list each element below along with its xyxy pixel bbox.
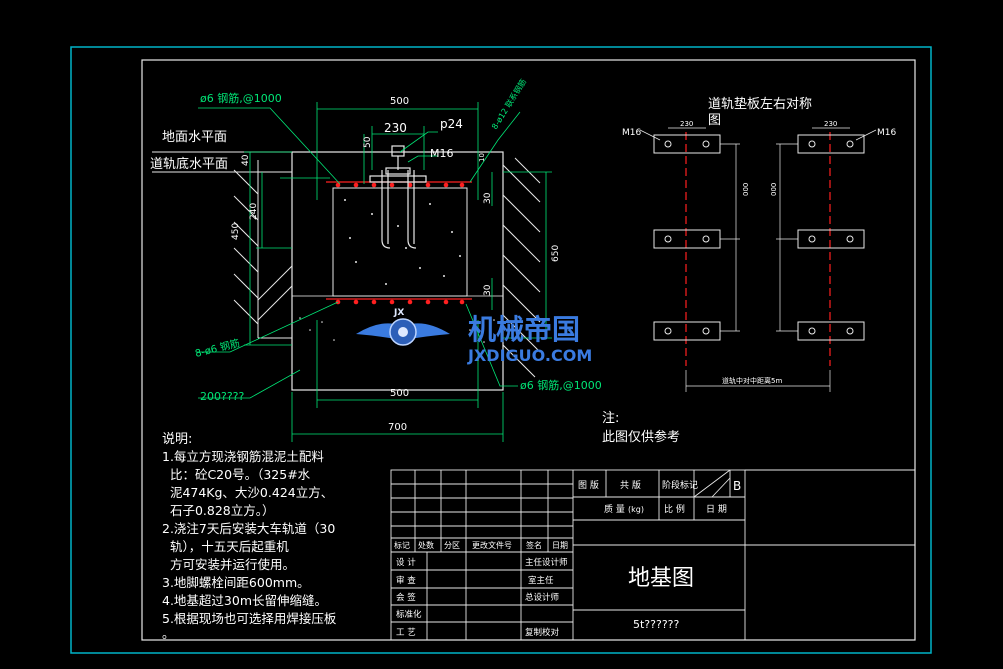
watermark-text: 机械帝国 xyxy=(468,313,580,346)
tb-row2-3: 日 期 xyxy=(706,504,727,515)
label-h50: 50 xyxy=(363,136,373,148)
leader-lines xyxy=(197,107,521,399)
label-bolt: M16 xyxy=(430,147,454,160)
base-hatch xyxy=(299,317,495,361)
tb-role-right: 复制校对 xyxy=(525,627,560,638)
title-block-text: 图 版 共 版 阶段标记 B 质 量 (kg) 比 例 日 期 标记 处数 分区… xyxy=(394,479,741,638)
plan-bolt-left: M16 xyxy=(622,128,641,138)
base-slab xyxy=(291,295,504,391)
instruction-line: 2.浇注7天后安装大车轨道（30 xyxy=(162,521,335,536)
tb-row1-1: 共 版 xyxy=(620,479,641,491)
label-rebar-top: ø6 钢筋,@1000 xyxy=(200,91,282,105)
tb-role: 设 计 xyxy=(396,557,416,568)
label-rebar-bottom: ø6 钢筋,@1000 xyxy=(520,378,602,392)
plan-width-right: 230 xyxy=(824,120,837,128)
tb-role: 标准化 xyxy=(396,609,422,620)
instruction-line: 轨），十五天后起重机 xyxy=(162,539,289,554)
label-h30a: 30 xyxy=(483,192,493,204)
label-h30b: 30 xyxy=(483,284,493,296)
tb-role: 工 艺 xyxy=(396,628,416,638)
tb-role: 会 签 xyxy=(396,592,416,603)
watermark-url: JXDIGUO.COM xyxy=(467,346,592,365)
label-top-width: 500 xyxy=(390,96,409,107)
tb-rev-header: 签名 xyxy=(526,540,542,550)
instruction-line: 4.地基超过30m长留伸缩缝。 xyxy=(162,593,327,608)
tb-rev-header: 处数 xyxy=(418,540,434,550)
label-grout: 200???? xyxy=(200,390,245,403)
instruction-line: 比：砼C20号。（325#水 xyxy=(162,467,311,482)
plan-width-left: 230 xyxy=(680,120,693,128)
ground-label: 地面水平面 xyxy=(162,130,227,145)
note-text: 此图仅供参考 xyxy=(602,429,680,445)
outer-frame xyxy=(70,46,932,654)
plan-title-line1: 道轨垫板左右对称 xyxy=(708,96,812,112)
tb-row2-2: 比 例 xyxy=(664,503,685,515)
tb-rev-header: 日期 xyxy=(552,541,568,550)
tb-row1-2: 阶段标记 xyxy=(662,479,698,491)
label-bottom-width: 500 xyxy=(390,388,409,399)
tb-rev-header: 分区 xyxy=(444,541,460,550)
concrete-speckle xyxy=(344,199,461,285)
gear-hub-icon xyxy=(398,327,408,337)
label-plate-width: 230 xyxy=(384,121,407,135)
plan-spacing-label: 道轨中对中距离5m xyxy=(722,376,782,385)
plan-dim-left: 000 xyxy=(742,183,750,196)
instruction-line: 3.地脚螺栓间距600mm。 xyxy=(162,575,310,590)
label-h240: 240 xyxy=(249,203,259,220)
instruction-line: 石子0.828立方。） xyxy=(162,503,274,518)
plan-view: 道轨垫板左右对称 图 xyxy=(622,96,896,392)
tb-role: 审 查 xyxy=(396,575,416,586)
instructions-heading: 说明: xyxy=(162,432,192,447)
instructions: 说明: 1.每立方现浇钢筋混泥土配料 比：砼C20号。（325#水 泥474Kg… xyxy=(162,432,337,641)
instruction-line: 方可安装并运行使用。 xyxy=(162,557,295,572)
tb-rev-header: 标记 xyxy=(394,540,410,550)
tb-role-right: 总设计师 xyxy=(525,592,560,603)
drawing-number: 5t?????? xyxy=(633,618,680,631)
label-h450: 450 xyxy=(231,223,241,240)
tb-row2-0: 质 量 xyxy=(604,503,625,515)
top-rebar-dots xyxy=(335,182,465,188)
label-h650: 650 xyxy=(551,245,561,262)
tb-row1-0: 图 版 xyxy=(578,479,599,491)
instruction-line: 。 xyxy=(162,626,175,641)
instruction-line: 泥474Kg、大沙0.424立方、 xyxy=(162,485,333,500)
note-label: 注: xyxy=(602,411,619,426)
tb-row1-3: B xyxy=(733,479,741,493)
plan-title-line2: 图 xyxy=(708,113,721,128)
instruction-line: 5.根据现场也可选择用焊接压板 xyxy=(162,611,337,626)
rail-profile xyxy=(385,145,411,175)
label-base-width: 700 xyxy=(388,422,407,433)
label-plate-thickness: p24 xyxy=(440,117,463,131)
instruction-line: 1.每立方现浇钢筋混泥土配料 xyxy=(162,449,324,464)
bottom-rebar-dots xyxy=(335,299,465,305)
plan-bolt-right: M16 xyxy=(877,128,896,138)
label-h40: 40 xyxy=(241,154,251,166)
plan-dimensions xyxy=(639,127,877,392)
drawing-title: 地基图 xyxy=(628,566,694,591)
plan-dim-right: 000 xyxy=(770,183,778,196)
tb-role-right: 主任设计师 xyxy=(525,557,568,568)
tb-role-right: 室主任 xyxy=(528,575,554,586)
dimension-lines xyxy=(244,102,552,442)
tb-row2-1: (kg) xyxy=(628,505,644,514)
watermark-badge: JX xyxy=(393,308,404,318)
rail-bottom-label: 道轨底水平面 xyxy=(150,156,228,172)
watermark-logo: JX 机械帝国 JXDIGUO.COM xyxy=(356,308,592,365)
tb-rev-header: 更改文件号 xyxy=(472,540,512,550)
anchor-bolts xyxy=(369,170,427,249)
label-h10: 10 xyxy=(478,153,486,162)
title-block xyxy=(390,469,915,641)
